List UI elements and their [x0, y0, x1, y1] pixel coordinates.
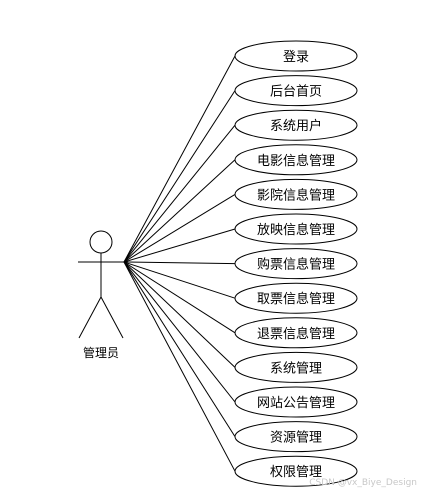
use-case: 资源管理 — [234, 421, 358, 453]
association-line — [123, 55, 236, 263]
use-case-ellipse — [234, 144, 358, 176]
association-line — [123, 193, 236, 263]
use-case-label: 放映信息管理 — [257, 222, 335, 238]
use-case-label: 取票信息管理 — [257, 291, 335, 307]
use-case-ellipse — [234, 317, 358, 349]
use-case: 购票信息管理 — [234, 248, 358, 280]
association-line — [123, 228, 236, 263]
use-case-label: 网站公告管理 — [257, 396, 335, 411]
use-case-label: 权限管理 — [270, 464, 322, 480]
association-line — [123, 261, 236, 472]
use-case-ellipse — [234, 386, 358, 418]
use-case-label: 后台首页 — [270, 85, 322, 100]
use-case-label: 登录 — [283, 50, 309, 65]
association-line — [123, 90, 236, 263]
use-case-label: 影院信息管理 — [257, 187, 335, 203]
use-case-ellipse — [234, 75, 358, 107]
watermark: CSDN @vx_Biye_Design — [309, 478, 417, 488]
use-case-ellipse — [234, 178, 358, 210]
use-case-ellipse — [234, 213, 358, 245]
use-case-label: 购票信息管理 — [257, 257, 335, 273]
actor-admin: 管理员 — [78, 230, 124, 360]
use-case-list: 登录后台首页系统用户电影信息管理影院信息管理放映信息管理购票信息管理取票信息管理… — [234, 40, 358, 487]
association-line — [123, 261, 236, 437]
actor-right-leg — [100, 296, 124, 339]
use-case: 系统管理 — [234, 351, 358, 383]
actor-head — [89, 230, 113, 254]
use-case-label: 退票信息管理 — [257, 326, 335, 342]
use-case: 退票信息管理 — [234, 317, 358, 349]
use-case: 取票信息管理 — [234, 282, 358, 314]
association-line — [123, 261, 236, 368]
use-case: 权限管理 — [234, 455, 358, 487]
actor-label: 管理员 — [83, 345, 119, 360]
use-case-label: 资源管理 — [270, 431, 322, 446]
use-case-label: 电影信息管理 — [257, 153, 335, 169]
association-lines — [123, 55, 236, 472]
use-case-ellipse — [234, 455, 358, 487]
use-case-label: 系统用户 — [270, 118, 322, 134]
association-line — [123, 159, 236, 263]
use-case: 后台首页 — [234, 75, 358, 107]
use-case: 放映信息管理 — [234, 213, 358, 245]
association-line — [123, 124, 236, 263]
use-case-ellipse — [234, 282, 358, 314]
use-case: 电影信息管理 — [234, 144, 358, 176]
use-case-ellipse — [234, 351, 358, 383]
use-case-ellipse — [234, 40, 358, 72]
use-case-ellipse — [234, 248, 358, 280]
association-line — [123, 261, 236, 265]
use-case: 登录 — [234, 40, 358, 72]
use-case-ellipse — [234, 109, 358, 141]
use-case: 网站公告管理 — [234, 386, 358, 418]
use-case: 影院信息管理 — [234, 178, 358, 210]
association-line — [123, 261, 236, 334]
use-case-ellipse — [234, 421, 358, 453]
association-line — [123, 261, 236, 403]
use-case: 系统用户 — [234, 109, 358, 141]
actor-left-leg — [78, 296, 102, 339]
association-line — [123, 261, 236, 299]
use-case-label: 系统管理 — [270, 361, 322, 376]
